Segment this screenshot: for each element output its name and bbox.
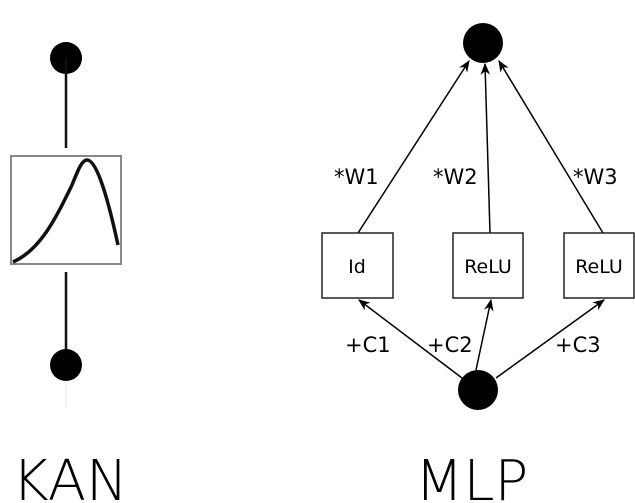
kan-activation-box	[10, 155, 122, 265]
kan-diagram: KAN	[10, 42, 128, 503]
mlp-edge-w1	[357, 59, 470, 234]
mlp-weight-label-3: *W3	[573, 165, 618, 189]
mlp-weight-label-1: *W1	[334, 165, 379, 189]
mlp-edge-c3	[495, 299, 605, 379]
kan-spline-curve-icon	[12, 158, 120, 264]
mlp-box-relu-3	[563, 232, 635, 299]
kan-input-node	[50, 349, 82, 381]
mlp-bias-label-2: +C2	[427, 333, 473, 357]
mlp-input-node	[458, 370, 498, 410]
mlp-edge-w2	[480, 62, 491, 234]
mlp-diagram: Id ReLU ReLU *W1 *W2 *W3 +C1 +C2 +C3 MLP	[321, 23, 635, 503]
mlp-edge-c1	[358, 299, 463, 379]
mlp-box-relu-2	[452, 232, 524, 299]
mlp-output-node	[463, 23, 503, 63]
mlp-edge-w3	[498, 59, 604, 234]
kan-title: KAN	[12, 449, 128, 503]
mlp-edge-c2	[475, 298, 494, 371]
mlp-box-relu-3-label: ReLU	[575, 256, 623, 278]
mlp-bias-label-1: +C1	[345, 333, 391, 357]
mlp-box-relu-2-label: ReLU	[464, 256, 512, 278]
mlp-box-id-label: Id	[348, 256, 366, 278]
mlp-title: MLP	[415, 449, 528, 503]
mlp-bias-label-3: +C3	[555, 333, 601, 357]
mlp-box-id	[321, 232, 394, 299]
mlp-weight-label-2: *W2	[433, 165, 478, 189]
